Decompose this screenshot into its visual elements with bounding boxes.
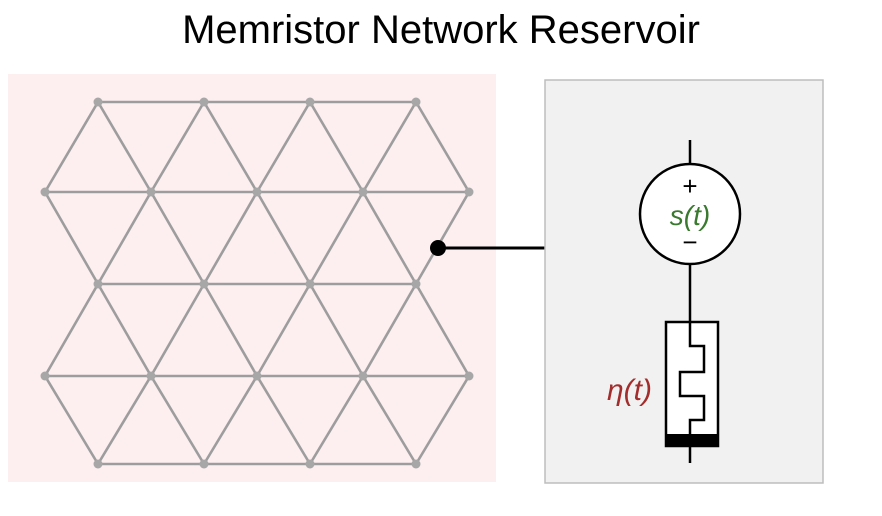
lattice-node <box>93 97 103 107</box>
lattice-edge <box>43 283 100 377</box>
lattice-edge <box>149 283 206 377</box>
lattice-edge <box>361 191 418 285</box>
lattice-edge <box>149 375 206 465</box>
memristor-zigzag <box>678 322 706 434</box>
lattice-edge <box>308 191 365 285</box>
lattice-node <box>358 187 368 197</box>
minus-sign: − <box>682 227 697 257</box>
lattice-edge <box>43 101 100 193</box>
lattice-edge <box>361 283 418 377</box>
lattice-node <box>40 187 50 197</box>
lattice-edge <box>255 375 312 465</box>
lattice-edge <box>255 101 312 193</box>
lattice-node <box>464 371 474 381</box>
lattice-edge <box>43 375 100 465</box>
lattice-edge <box>308 375 365 465</box>
lattice-edge <box>96 191 153 285</box>
lattice-edge <box>414 283 471 377</box>
lattice-edge <box>414 191 471 285</box>
lattice-node <box>93 279 103 289</box>
lattice-edge <box>202 101 259 193</box>
lattice-node <box>305 97 315 107</box>
lattice-edge <box>202 375 259 465</box>
lattice-node <box>199 97 209 107</box>
lattice-node <box>199 279 209 289</box>
lattice-node <box>252 187 262 197</box>
lattice-node <box>305 459 315 469</box>
lattice-node <box>411 97 421 107</box>
network-background <box>8 74 496 482</box>
lattice-edge <box>96 283 153 377</box>
lattice-edge <box>308 101 365 193</box>
lattice-edge <box>361 101 418 193</box>
lattice-edge <box>202 191 259 285</box>
lattice-node <box>93 459 103 469</box>
connection-node <box>430 240 446 256</box>
lattice-edge <box>149 101 206 193</box>
lattice-edge <box>255 283 312 377</box>
source-label: s(t) <box>670 200 710 231</box>
lattice-edge <box>149 191 206 285</box>
lattice-node <box>305 279 315 289</box>
lattice-node <box>199 459 209 469</box>
lattice-edge <box>96 101 153 193</box>
memristor-label: η(t) <box>607 374 652 407</box>
lattice-edge <box>414 101 471 193</box>
lattice-node <box>411 459 421 469</box>
memristor-symbol <box>664 320 720 448</box>
triangular-lattice <box>40 97 474 469</box>
lattice-edge <box>308 283 365 377</box>
lattice-edge <box>361 375 418 465</box>
lattice-edge <box>414 375 471 465</box>
lattice-edge <box>96 375 153 465</box>
memristor-polarity-band <box>666 434 718 446</box>
page-title: Memristor Network Reservoir <box>182 8 700 52</box>
lattice-node <box>464 187 474 197</box>
lattice-edge <box>43 191 100 285</box>
lattice-node <box>40 371 50 381</box>
lattice-edge <box>255 191 312 285</box>
lattice-node <box>146 371 156 381</box>
lattice-node <box>146 187 156 197</box>
lattice-edge <box>202 283 259 377</box>
lattice-node <box>252 371 262 381</box>
plus-sign: + <box>682 171 697 201</box>
lattice-node <box>411 279 421 289</box>
lattice-node <box>358 371 368 381</box>
